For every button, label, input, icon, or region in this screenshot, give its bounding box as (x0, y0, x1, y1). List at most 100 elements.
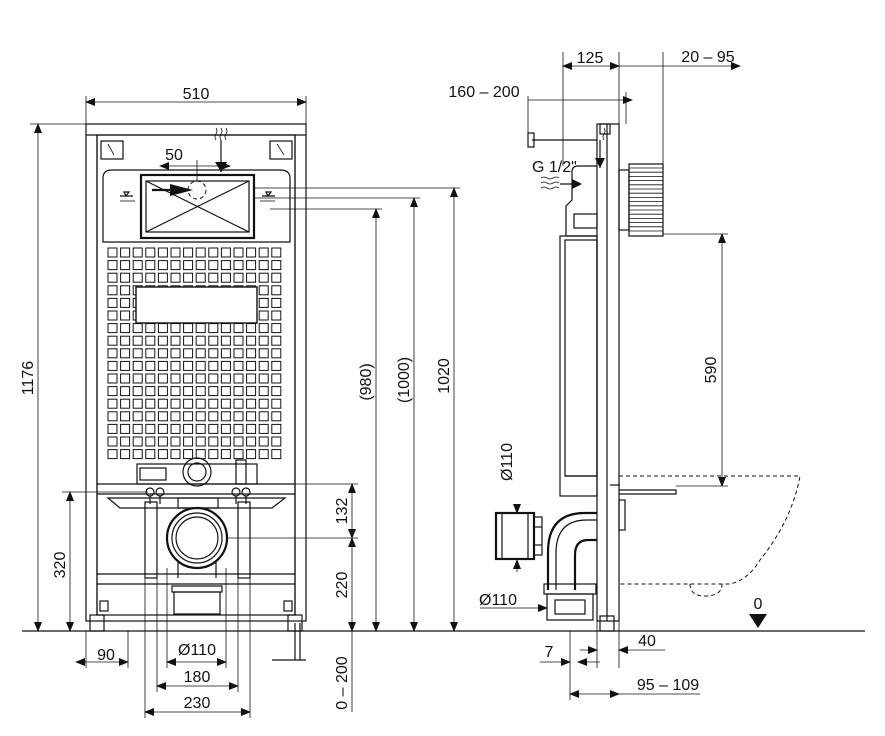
tile (271, 335, 282, 346)
tile (233, 323, 244, 334)
tile (120, 398, 131, 409)
tile (157, 449, 168, 460)
tile (120, 260, 131, 271)
label-g-half: G 1/2" (532, 159, 577, 176)
tile-opening (135, 286, 258, 324)
floor-zero-marker (749, 614, 767, 628)
tile (145, 449, 156, 460)
tile (132, 272, 143, 283)
dim-590: 590 (703, 357, 720, 384)
mounting-bolts (145, 487, 251, 504)
tile (107, 247, 118, 258)
tile (145, 411, 156, 422)
tile (170, 373, 181, 384)
tile (107, 272, 118, 283)
tile (233, 260, 244, 271)
tile (195, 398, 206, 409)
tile (220, 348, 231, 359)
tile (132, 373, 143, 384)
side-dimensions: 125 20 – 95 160 – 200 G 1/2" 590 Ø110 Ø1… (448, 49, 763, 700)
tile (271, 348, 282, 359)
tile (183, 423, 194, 434)
tile (195, 335, 206, 346)
tile (107, 297, 118, 308)
tile (132, 335, 143, 346)
tile (120, 436, 131, 447)
toilet-bowl-outline (619, 475, 801, 585)
tile (183, 436, 194, 447)
tile (132, 398, 143, 409)
dim-d110-side-bottom: Ø110 (479, 592, 517, 609)
tile (233, 348, 244, 359)
dim-50: 50 (165, 147, 183, 164)
tile (170, 260, 181, 271)
dim-7: 7 (545, 644, 554, 661)
tile (220, 386, 231, 397)
label-floor-0: 0 (754, 596, 763, 613)
tile (107, 398, 118, 409)
tile (271, 423, 282, 434)
tile (107, 323, 118, 334)
dim-180: 180 (184, 669, 211, 686)
flush-plate-outer (139, 173, 256, 240)
tile (145, 360, 156, 371)
side-cistern (565, 165, 597, 237)
tile (183, 386, 194, 397)
tile (107, 360, 118, 371)
tile (195, 386, 206, 397)
dim-1176: 1176 (20, 361, 37, 396)
tile (195, 348, 206, 359)
tile (157, 398, 168, 409)
tile (271, 373, 282, 384)
tile (246, 272, 257, 283)
tile (170, 436, 181, 447)
tile (107, 449, 118, 460)
cistern-outline (102, 169, 291, 243)
tile (120, 323, 131, 334)
tile (208, 411, 219, 422)
tile (208, 449, 219, 460)
tile (220, 423, 231, 434)
tile (120, 297, 131, 308)
tile (246, 423, 257, 434)
dim-220: 220 (334, 572, 351, 599)
front-view (85, 123, 307, 661)
tile (183, 373, 194, 384)
tile (233, 386, 244, 397)
tile (170, 386, 181, 397)
tile (246, 398, 257, 409)
tile (271, 310, 282, 321)
tile (107, 335, 118, 346)
tile (208, 247, 219, 258)
tile (220, 272, 231, 283)
tile (120, 449, 131, 460)
tile (157, 423, 168, 434)
tile (195, 260, 206, 271)
tile (246, 260, 257, 271)
tile (107, 348, 118, 359)
tile (183, 323, 194, 334)
tile (195, 360, 206, 371)
tile (208, 423, 219, 434)
tile (157, 335, 168, 346)
tile (145, 373, 156, 384)
tile (183, 247, 194, 258)
tile (157, 360, 168, 371)
tile (157, 348, 168, 359)
tile (233, 423, 244, 434)
tile (233, 272, 244, 283)
tile (258, 272, 269, 283)
tile (258, 423, 269, 434)
tile (145, 436, 156, 447)
tile (132, 360, 143, 371)
tile (246, 449, 257, 460)
tile (195, 423, 206, 434)
tile (258, 436, 269, 447)
tile (157, 247, 168, 258)
tile (246, 373, 257, 384)
tile (107, 386, 118, 397)
tile (246, 436, 257, 447)
tile (107, 285, 118, 296)
dim-d110-side-top: Ø110 (499, 443, 516, 481)
